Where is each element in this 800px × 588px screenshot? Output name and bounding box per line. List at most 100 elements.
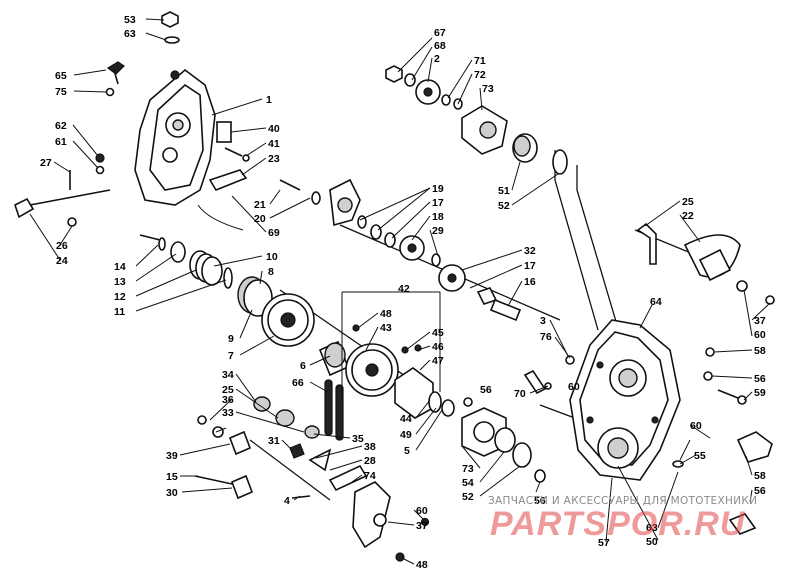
callout-74: 74 [364, 470, 376, 482]
callout-4: 4 [284, 495, 290, 507]
upper-shaft-stack [279, 178, 522, 322]
clutch-spring-stack [139, 234, 315, 347]
callout-13: 13 [114, 276, 126, 288]
callout-51: 51 [498, 185, 510, 197]
callout-47: 47 [432, 355, 444, 367]
callout-19: 19 [432, 183, 444, 195]
callout-48b: 48 [416, 559, 428, 571]
callout-30: 30 [166, 487, 178, 499]
idler-cluster [385, 65, 568, 175]
callout-43: 43 [380, 322, 392, 334]
callout-labels: 53 63 65 75 1 40 41 23 62 61 27 69 21 20… [40, 14, 766, 571]
linkage-rod [14, 170, 111, 227]
callout-41: 41 [268, 138, 280, 150]
drive-chain [324, 379, 344, 441]
bearing-plate [441, 397, 532, 468]
callout-75: 75 [55, 86, 67, 98]
callout-27: 27 [40, 157, 52, 169]
callout-22: 22 [682, 210, 694, 222]
callout-55: 55 [694, 450, 706, 462]
callout-53: 53 [124, 14, 136, 26]
callout-25b: 25 [682, 196, 694, 208]
callout-25a: 25 [222, 384, 234, 396]
callout-56b: 56 [480, 384, 492, 396]
callout-56d: 56 [534, 495, 546, 507]
callout-69: 69 [268, 227, 280, 239]
callout-16: 16 [524, 276, 536, 288]
case-hardware [523, 347, 773, 535]
callout-63: 63 [124, 28, 136, 40]
callout-52b: 52 [462, 491, 474, 503]
callout-12: 12 [114, 291, 126, 303]
callout-5: 5 [404, 445, 410, 457]
callout-72: 72 [474, 69, 486, 81]
callout-65: 65 [55, 70, 67, 82]
callout-42: 42 [398, 283, 410, 295]
watermark-subtitle: ЗАПЧАСТИ И АКСЕССУАРЫ ДЛЯ МОТОТЕХНИКИ [488, 495, 757, 507]
callout-21: 21 [254, 199, 266, 211]
callout-6: 6 [300, 360, 306, 372]
callout-29: 29 [432, 225, 444, 237]
right-brackets [636, 222, 775, 305]
callout-60d: 60 [690, 420, 702, 432]
callout-59: 59 [754, 387, 766, 399]
callout-49: 49 [400, 429, 412, 441]
callout-11: 11 [114, 306, 125, 318]
callout-7: 7 [228, 350, 234, 362]
callout-37b: 37 [754, 315, 766, 327]
callout-38: 38 [364, 441, 376, 453]
callout-10: 10 [266, 251, 278, 263]
leader-lines [29, 18, 771, 565]
callout-67: 67 [434, 27, 446, 39]
callout-23: 23 [268, 153, 280, 165]
callout-34: 34 [222, 369, 234, 381]
watermark-brand: PARTSPOR.RU [490, 505, 746, 543]
callout-54: 54 [462, 477, 474, 489]
callout-45: 45 [432, 327, 444, 339]
callout-71: 71 [474, 55, 486, 67]
cover-hardware [95, 11, 250, 231]
callout-40: 40 [268, 123, 280, 135]
callout-58a: 58 [754, 345, 766, 357]
callout-76: 76 [540, 331, 552, 343]
callout-8: 8 [268, 266, 274, 278]
callout-32: 32 [524, 245, 536, 257]
callout-73a: 73 [482, 83, 494, 95]
callout-66: 66 [292, 377, 304, 389]
callout-44: 44 [400, 413, 412, 425]
callout-61: 61 [55, 136, 67, 148]
callout-36: 36 [222, 394, 234, 406]
lower-bracket [352, 481, 430, 562]
callout-28: 28 [364, 455, 376, 467]
callout-57: 57 [598, 537, 610, 549]
callout-63b: 63 [646, 522, 658, 534]
callout-9: 9 [228, 333, 234, 345]
callout-60c: 60 [568, 381, 580, 393]
callout-26: 26 [56, 240, 68, 252]
callout-39: 39 [166, 450, 178, 462]
callout-37a: 37 [416, 520, 428, 532]
callout-56a: 56 [754, 373, 766, 385]
callout-50: 50 [646, 536, 658, 548]
callout-73b: 73 [462, 463, 474, 475]
callout-46: 46 [432, 341, 444, 353]
callout-56c: 56 [754, 485, 766, 497]
callout-20: 20 [254, 213, 266, 225]
callout-60a: 60 [416, 505, 428, 517]
callout-60b: 60 [754, 329, 766, 341]
callout-62: 62 [55, 120, 67, 132]
callout-64: 64 [650, 296, 662, 308]
callout-31: 31 [268, 435, 280, 447]
callout-52a: 52 [498, 200, 510, 212]
callout-3: 3 [540, 315, 546, 327]
callout-2: 2 [434, 53, 440, 65]
watermark: ЗАПЧАСТИ И АКСЕССУАРЫ ДЛЯ МОТОТЕХНИКИ PA… [488, 495, 757, 543]
callout-14: 14 [114, 261, 126, 273]
callout-68: 68 [434, 40, 446, 52]
gear-assembly [318, 324, 442, 419]
callout-58b: 58 [754, 470, 766, 482]
callout-1: 1 [266, 94, 272, 106]
callout-17b: 17 [524, 260, 536, 272]
chaincase-cover [134, 68, 216, 206]
